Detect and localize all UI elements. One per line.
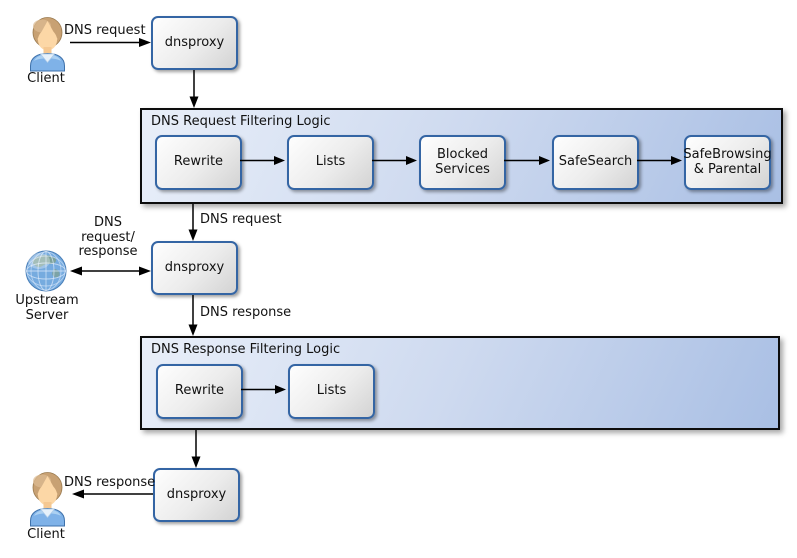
container-dns-response-filtering: DNS Response Filtering Logic Rewrite Lis… bbox=[140, 336, 780, 430]
arrow-dnsproxy-to-response-filter bbox=[188, 295, 198, 336]
step-safebrowsing-parental: SafeBrowsing & Parental bbox=[683, 135, 772, 190]
step-blocked-services: Blocked Services bbox=[419, 135, 506, 190]
person-icon bbox=[30, 17, 65, 72]
dnsproxy-label: dnsproxy bbox=[166, 486, 227, 502]
dnsproxy-node-bottom: dnsproxy bbox=[153, 468, 240, 522]
step-safesearch: SafeSearch bbox=[552, 135, 639, 190]
step-label: Rewrite bbox=[174, 383, 225, 399]
arrow-response-filter-to-dnsproxy bbox=[191, 430, 201, 468]
container-title: DNS Request Filtering Logic bbox=[151, 114, 331, 129]
step-lists-request: Lists bbox=[287, 135, 374, 190]
container-title: DNS Response Filtering Logic bbox=[151, 342, 341, 357]
edge-label-dns-response-bottom: DNS response bbox=[64, 475, 156, 490]
client-bottom-label: Client bbox=[27, 527, 65, 542]
dnsproxy-label: dnsproxy bbox=[164, 259, 225, 275]
step-label: Lists bbox=[315, 154, 346, 170]
step-lists-response: Lists bbox=[288, 364, 375, 419]
edge-label-dns-request-middle: DNS request bbox=[200, 212, 282, 227]
arrow-upstream-bidirectional bbox=[70, 266, 151, 276]
step-label: Rewrite bbox=[173, 154, 224, 170]
step-label: SafeSearch bbox=[558, 154, 633, 170]
step-label: Blocked Services bbox=[435, 146, 490, 177]
person-icon bbox=[30, 472, 65, 527]
arrow-dnsproxy-to-client bbox=[72, 489, 153, 499]
edge-label-line: request/ bbox=[81, 229, 135, 245]
client-top-label: Client bbox=[27, 71, 65, 86]
arrow-client-to-dnsproxy bbox=[70, 38, 151, 47]
edge-label-dns-response-middle: DNS response bbox=[200, 305, 292, 320]
upstream-server-label: Upstream Server bbox=[15, 293, 79, 323]
dnsproxy-label: dnsproxy bbox=[164, 34, 225, 50]
edge-label-upstream: DNS request/ response bbox=[73, 215, 143, 260]
step-rewrite-response: Rewrite bbox=[156, 364, 243, 419]
globe-icon bbox=[25, 250, 67, 292]
dnsproxy-node-top: dnsproxy bbox=[151, 16, 238, 70]
container-dns-request-filtering: DNS Request Filtering Logic Rewrite List… bbox=[140, 108, 783, 204]
edge-label-dns-request-top: DNS request bbox=[64, 23, 146, 38]
arrow-dnsproxy-to-request-filter bbox=[189, 70, 199, 108]
edge-label-line: DNS bbox=[94, 215, 122, 230]
step-label: SafeBrowsing & Parental bbox=[683, 146, 772, 177]
arrow-request-filter-to-dnsproxy bbox=[188, 204, 198, 241]
step-rewrite-request: Rewrite bbox=[155, 135, 242, 190]
dnsproxy-node-middle: dnsproxy bbox=[151, 241, 238, 295]
edge-label-line: response bbox=[78, 244, 138, 260]
step-label: Lists bbox=[316, 383, 347, 399]
